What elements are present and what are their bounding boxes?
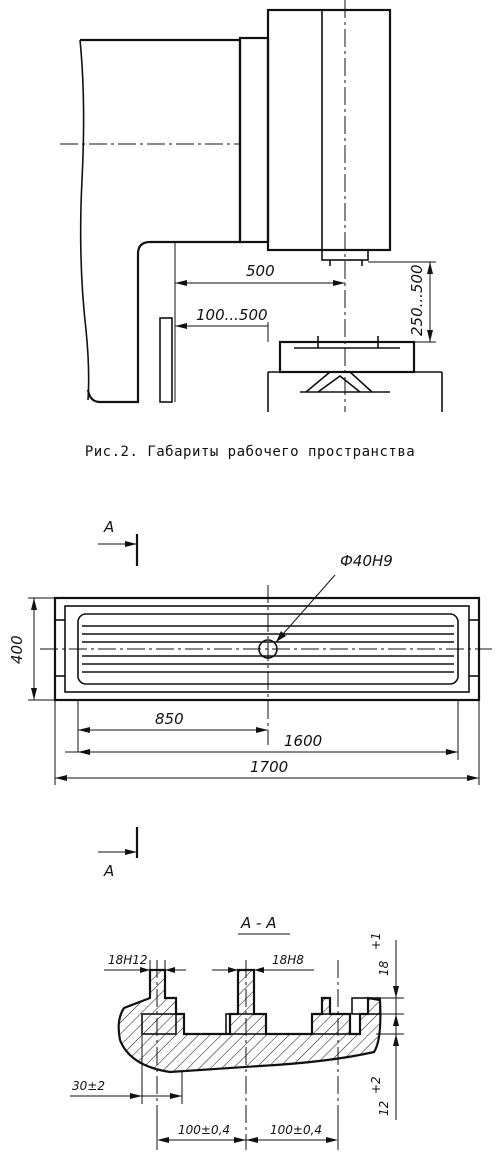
section-dimensions: [70, 940, 404, 1150]
table-plan-view: [40, 574, 492, 745]
section-label-top: A: [103, 518, 114, 536]
fig2-machine-outline: [60, 0, 443, 412]
dim-working-length: 1600: [284, 732, 322, 750]
section-profile: [117, 960, 382, 1150]
dim-vertical-range: 250...500: [408, 264, 426, 336]
dim-depth-tol-sup: +1: [369, 932, 383, 950]
figure-caption: Рис.2. Габариты рабочего пространства: [84, 444, 416, 460]
section-title: A - A: [240, 914, 276, 932]
table-plan-dimensions: [28, 597, 480, 785]
dim-table-width: 400: [8, 635, 26, 664]
section-label-bottom: A: [103, 862, 114, 880]
fig2-dimensions: [175, 261, 436, 343]
dim-lower: 12: [377, 1101, 391, 1116]
hole-callout: Ф40H9: [340, 552, 393, 570]
dim-spindle-reach: 500: [246, 262, 275, 280]
dim-edge: 30±2: [72, 1079, 105, 1093]
dim-hole-offset: 850: [155, 710, 184, 728]
dim-slot-width-1: 18H12: [108, 953, 148, 967]
dim-pitch-2: 100±0,4: [270, 1123, 322, 1137]
dim-overall-length: 1700: [250, 758, 288, 776]
section-marker-top: [98, 534, 139, 566]
dim-column-gap: 100...500: [196, 306, 268, 324]
dim-slot-width-2: 18H8: [272, 953, 304, 967]
section-marker-bottom: [98, 827, 139, 858]
dim-depth-tol: 18: [377, 960, 391, 976]
dim-lower-sup: +2: [369, 1076, 383, 1094]
dim-pitch-1: 100±0,4: [178, 1123, 230, 1137]
